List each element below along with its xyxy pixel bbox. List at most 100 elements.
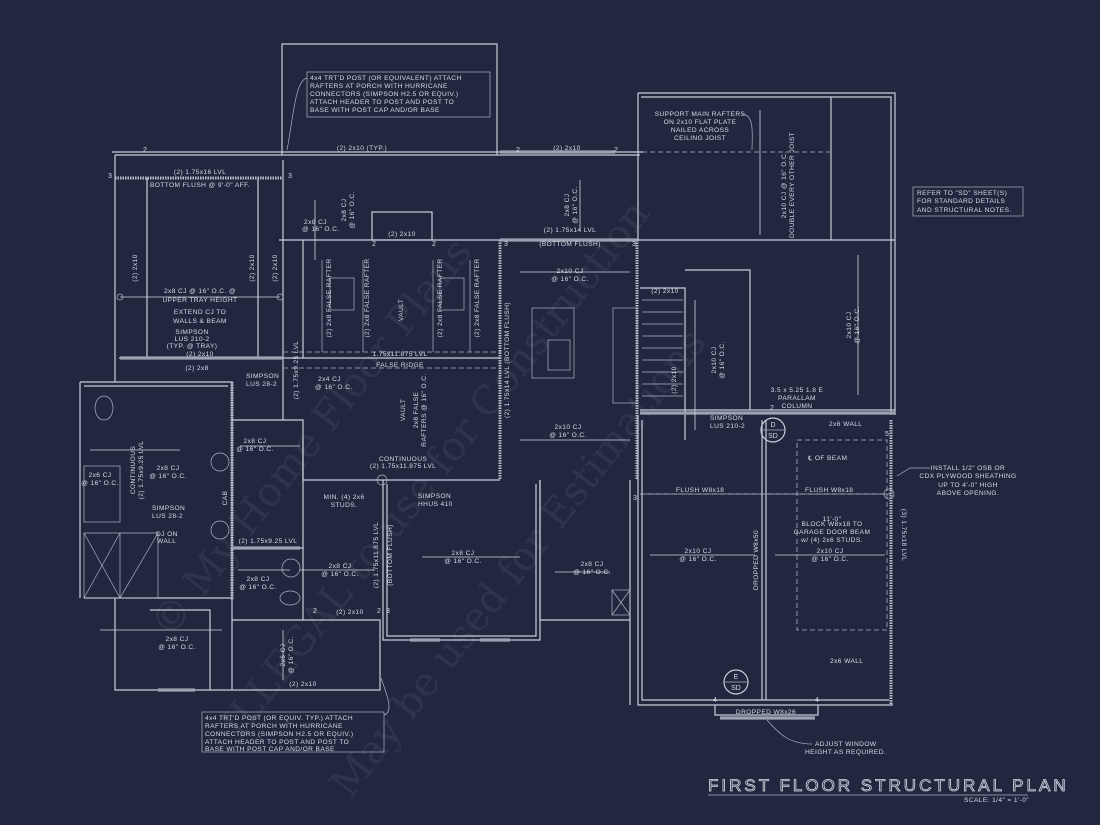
label: 2x6 WALL (830, 658, 863, 665)
label: FALSE RIDGE (376, 362, 424, 369)
label: 2x10 CJ (557, 268, 584, 275)
label: (2) 2x10 (132, 254, 139, 281)
label: MIN. (4) 2x6 (323, 494, 364, 501)
label: @ 16" O.C. (573, 569, 611, 576)
label: 1.75x11.875 LVL (373, 351, 428, 358)
wall-marks: 3 3 2 2 2 2 2 3 3 3 4 4 5 2 2 2 3 (108, 147, 889, 704)
label: EXTEND CJ TO (174, 309, 226, 316)
section-d-label: D (770, 422, 775, 429)
label: (2) 1.75x11.875 LVL (373, 522, 380, 588)
label: (2) 1.75x14 LVL (BOTTOM FLUSH) (504, 302, 511, 418)
label: VAULT (400, 399, 407, 421)
label: (2) 2x10 (272, 254, 279, 281)
note-line: RAFTERS AT PORCH WITH HURRICANE (205, 723, 343, 730)
drawing-title: FIRST FLOOR STRUCTURAL PLAN (708, 776, 1069, 795)
label: CAB (222, 490, 229, 505)
label: @ 16" O.C. (572, 186, 579, 224)
note-refer-sd: REFER TO "SD" SHEET(S) FOR STANDARD DETA… (912, 186, 1024, 217)
section-marker-e[interactable]: E SD (723, 669, 749, 695)
note-support-rafters: SUPPORT MAIN RAFTERS ON 2x10 FLAT PLATE … (655, 111, 753, 151)
label: 2x8 CJ (452, 550, 475, 557)
mark: 2 (516, 147, 520, 154)
label: 2x10 CJ (846, 312, 853, 339)
label: @ 16" O.C. (551, 276, 589, 283)
label: SIMPSON (175, 329, 208, 336)
label: (2) 1.75x16 LVL (174, 169, 226, 176)
label: @ 16" O.C. (679, 556, 717, 563)
label: @ 16" O.C. (854, 306, 861, 344)
label: 11'-0" (823, 516, 842, 523)
label: DROPPED W8x50 (753, 530, 760, 590)
label: LUS 28-2 (246, 381, 277, 388)
label: (2) 2x10 (TYP.) (337, 145, 387, 152)
label: (TYP. @ TRAY) (167, 343, 218, 350)
label: 2x8 CJ (247, 576, 270, 583)
label: 2x4 CJ (318, 376, 341, 383)
label: @ 16" O.C. (81, 480, 119, 487)
label: BOTTOM FLUSH @ 9'-0" AFF. (150, 182, 250, 189)
beams (232, 150, 895, 550)
label: @ 16" O.C. (349, 191, 356, 229)
label: (2) 1.75x9.25 LVL (293, 341, 300, 400)
label: 2x8 CJ (166, 636, 189, 643)
label: (2) 2x10 (336, 609, 363, 616)
label: 2x10 CJ (555, 424, 582, 431)
section-e-label: E (734, 674, 739, 681)
mark: 2 (377, 608, 381, 615)
label: 2x8 CJ (244, 438, 267, 445)
label: WALLS & BEAM (173, 318, 227, 325)
note-window: ADJUST WINDOW HEIGHT AS REQUIRED. (766, 719, 886, 756)
note-line: 4x4 TRT'D POST (OR EQUIVALENT) ATTACH (310, 75, 462, 82)
label: RAFTERS @ 16" O.C. (421, 373, 428, 446)
label: (2) 2x10 (289, 681, 316, 688)
note-line: FOR STANDARD DETAILS (917, 198, 1006, 205)
note-line: CEILING JOIST (674, 135, 726, 142)
mark: 4 (815, 697, 819, 704)
label: HHUS 410 (418, 501, 453, 508)
label: (2) 2x8 FALSE RAFTER (437, 258, 444, 337)
label: FLUSH W8x18 (805, 487, 853, 494)
label: (2) 2x8 (185, 365, 208, 372)
label: @ 16" O.C. (236, 446, 274, 453)
note-line: BASE WITH POST CAP AND/OR BASE (310, 107, 440, 114)
label: SIMPSON (246, 373, 279, 380)
label: (2) 1.75x9.25 LVL (239, 538, 298, 545)
label: (2) 2x8 FALSE RAFTER (474, 258, 481, 337)
label: @ 16" O.C. (288, 636, 295, 674)
section-d-sheet: SD (768, 433, 778, 440)
note-porch-bottom: 4x4 TRT'D POST (OR EQUIV. TYP.) ATTACH R… (201, 677, 390, 753)
note-line: CDX PLYWOOD SHEATHING (919, 473, 1016, 480)
label: WALL (157, 538, 176, 545)
mark: 5 (885, 431, 889, 438)
mark: 3 (288, 173, 292, 180)
label: 2x8 FALSE (413, 392, 420, 429)
joist-span-arrows (90, 110, 885, 680)
label: (2) 2x10 (186, 351, 213, 358)
label: @ 16" O.C. (158, 644, 196, 651)
label: (2) 2x10 (249, 254, 256, 281)
label: @ 16" O.C. (719, 341, 726, 379)
label: LUS 28-2 (152, 513, 183, 520)
note-line: CONNECTORS (SIMPSON H2.5 OR EQUIV.) (205, 731, 353, 738)
section-e-sheet: SD (731, 685, 741, 692)
note-line: RAFTERS AT PORCH WITH HURRICANE (310, 83, 448, 90)
label: (2) 1.75x14 LVL (544, 227, 596, 234)
label: PARALLAM (778, 395, 816, 402)
label: 3.5 x 5.25 1.8 E (771, 387, 824, 394)
label: (2) 1.75x9.25 LVL (138, 441, 145, 500)
label: 2x8 CJ @ 16" O.C. @ (164, 288, 236, 295)
label: SIMPSON (152, 505, 185, 512)
note-line: ATTACH HEADER TO POST AND POST TO (205, 739, 349, 746)
label: @ 16" O.C. (149, 473, 187, 480)
label: SIMPSON (418, 493, 451, 500)
label: VAULT (398, 299, 405, 321)
label: (2) 1.75x11.875 LVL (370, 463, 436, 470)
note-line: INSTALL 1/2" OSB OR (931, 465, 1005, 472)
mark: 2 (770, 405, 774, 412)
section-marker-d[interactable]: D SD (760, 417, 786, 443)
label: @ 16" O.C. (302, 226, 340, 233)
label: 2x8 CJ (581, 561, 604, 568)
mark: 4 (713, 697, 717, 704)
label: CONTINUOUS (130, 446, 137, 495)
mark: 3 (108, 173, 112, 180)
